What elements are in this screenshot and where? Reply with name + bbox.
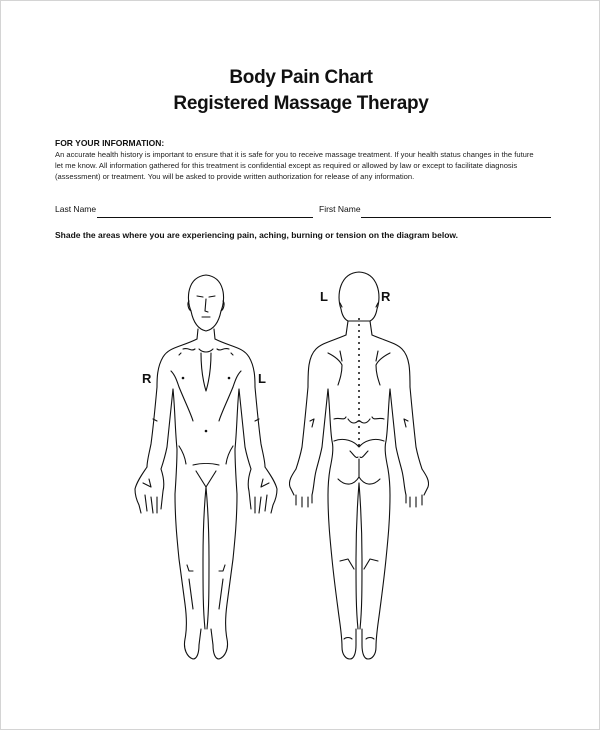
info-paragraph: An accurate health history is important …: [55, 149, 565, 182]
diagram-instructions: Shade the areas where you are experienci…: [55, 230, 459, 240]
front-left-side-label: L: [258, 371, 266, 386]
info-heading: FOR YOUR INFORMATION:: [55, 138, 165, 148]
back-left-side-label: L: [320, 289, 328, 304]
back-body-diagram[interactable]: [284, 269, 434, 664]
front-right-side-label: R: [142, 371, 152, 386]
first-name-label: First Name: [319, 204, 361, 214]
info-line: let me know. All information gathered fo…: [55, 161, 518, 170]
first-name-field[interactable]: [361, 217, 551, 218]
page-subtitle: Registered Massage Therapy: [173, 93, 429, 114]
page-title: Body Pain Chart: [229, 67, 373, 88]
info-line: (assessment) or treatment. You will be a…: [55, 172, 415, 181]
last-name-field[interactable]: [97, 217, 313, 218]
back-right-side-label: R: [381, 289, 391, 304]
last-name-label: Last Name: [55, 204, 97, 214]
info-line: An accurate health history is important …: [55, 150, 534, 159]
front-body-diagram[interactable]: [131, 269, 281, 664]
